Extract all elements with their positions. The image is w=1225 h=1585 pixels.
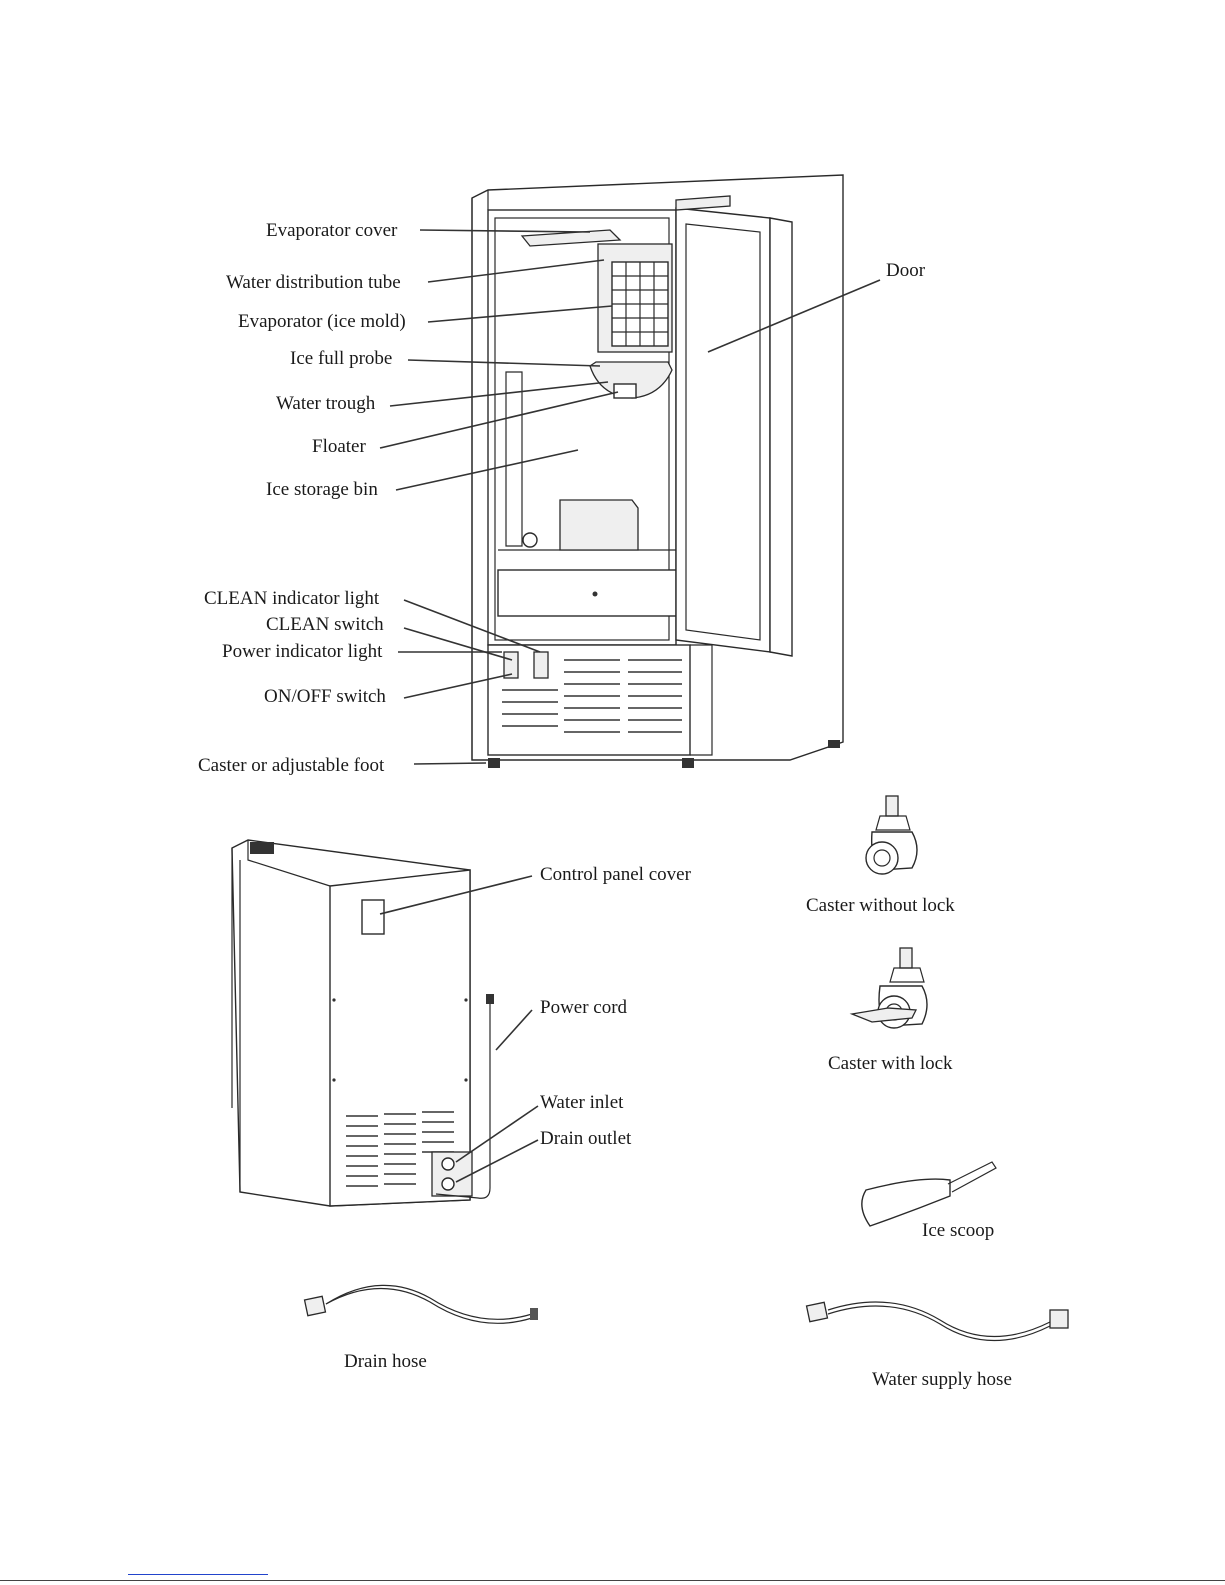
label-caster-without-lock: Caster without lock <box>806 895 955 916</box>
label-water-distribution-tube: Water distribution tube <box>226 272 401 293</box>
caster-without-lock-drawing <box>865 795 918 875</box>
drain-hose-drawing <box>303 1284 538 1324</box>
label-water-trough: Water trough <box>276 393 376 414</box>
text-labels: Evaporator cover Water distribution tube… <box>198 220 1012 1390</box>
label-power-indicator-light: Power indicator light <box>222 641 383 662</box>
label-evaporator: Evaporator (ice mold) <box>238 311 406 332</box>
label-caster-with-lock: Caster with lock <box>828 1053 953 1074</box>
label-ice-scoop: Ice scoop <box>922 1220 994 1241</box>
label-clean-indicator-light: CLEAN indicator light <box>204 588 380 609</box>
evaporator-grid <box>611 261 669 347</box>
label-clean-switch: CLEAN switch <box>266 614 384 635</box>
label-drain-hose: Drain hose <box>344 1351 427 1372</box>
label-drain-outlet: Drain outlet <box>540 1128 632 1149</box>
label-door: Door <box>886 260 926 281</box>
water-supply-hose-drawing <box>805 1301 1069 1342</box>
label-evaporator-cover: Evaporator cover <box>266 220 398 241</box>
label-water-supply-hose: Water supply hose <box>872 1369 1012 1390</box>
label-water-inlet: Water inlet <box>540 1092 624 1113</box>
label-control-panel-cover: Control panel cover <box>540 864 692 885</box>
label-ice-full-probe: Ice full probe <box>290 348 392 369</box>
footer-link-underline[interactable] <box>128 1574 268 1575</box>
footer-rule <box>0 1580 1225 1581</box>
open-door <box>675 195 793 657</box>
rear-vents <box>346 1111 454 1187</box>
ice-scoop-drawing <box>861 1161 997 1227</box>
front-vents <box>502 659 682 733</box>
label-ice-storage-bin: Ice storage bin <box>266 479 378 500</box>
front-view-callouts <box>379 229 881 765</box>
rear-view-callouts <box>379 875 539 1183</box>
label-on-off-switch: ON/OFF switch <box>264 686 386 707</box>
label-floater: Floater <box>312 436 366 457</box>
rear-view-ice-maker <box>231 839 494 1207</box>
label-power-cord: Power cord <box>540 997 628 1018</box>
label-caster-or-foot: Caster or adjustable foot <box>198 755 385 776</box>
caster-with-lock-drawing <box>849 947 928 1029</box>
front-view-ice-maker <box>471 174 844 768</box>
